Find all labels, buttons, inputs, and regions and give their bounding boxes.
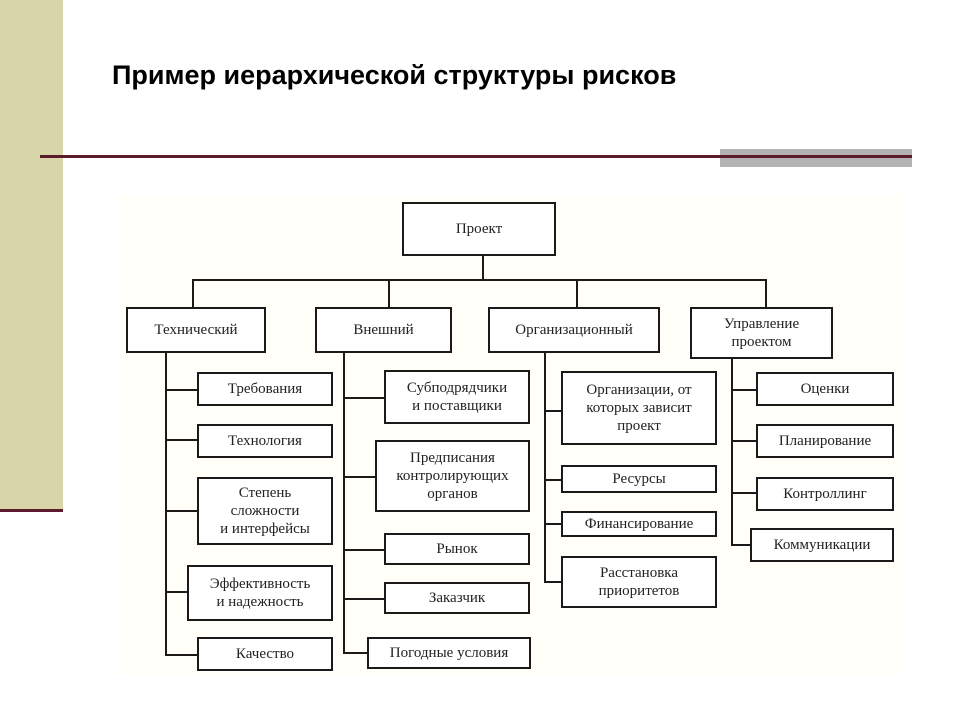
title-accent-bar — [720, 149, 912, 167]
risk-item: Погодные условия — [367, 637, 531, 669]
risk-item: Эффективность и надежность — [187, 565, 333, 621]
risk-item: Качество — [197, 637, 333, 671]
risk-item: Контроллинг — [756, 477, 894, 511]
category-external: Внешний — [315, 307, 452, 353]
category-project-management: Управление проектом — [690, 307, 833, 359]
risk-item: Заказчик — [384, 582, 530, 614]
slide-title: Пример иерархической структуры рисков — [112, 60, 677, 90]
risk-item: Ресурсы — [561, 465, 717, 493]
risk-item: Планирование — [756, 424, 894, 458]
title-rule-overlay — [720, 155, 912, 158]
connector-line — [343, 549, 385, 551]
connector-line — [192, 279, 194, 309]
connector-line — [544, 352, 546, 582]
connector-line — [544, 523, 562, 525]
side-decor-band — [0, 0, 63, 512]
risk-item: Коммуникации — [750, 528, 894, 562]
risk-item: Предписания контролирующих органов — [375, 440, 530, 512]
risk-item: Требования — [197, 372, 333, 406]
connector-line — [731, 440, 757, 442]
connector-line — [343, 652, 368, 654]
risk-item: Расстановка приоритетов — [561, 556, 717, 608]
connector-line — [165, 654, 198, 656]
connector-line — [765, 279, 767, 309]
connector-line — [731, 358, 733, 545]
connector-line — [343, 598, 385, 600]
connector-line — [576, 279, 578, 309]
risk-item: Технология — [197, 424, 333, 458]
connector-line — [165, 510, 198, 512]
title-rule — [40, 155, 912, 158]
connector-line — [343, 352, 345, 654]
connector-line — [165, 352, 167, 656]
category-technical: Технический — [126, 307, 266, 353]
connector-line — [165, 389, 198, 391]
connector-line — [165, 439, 198, 441]
connector-line — [731, 492, 757, 494]
category-organizational: Организационный — [488, 307, 660, 353]
connector-line — [544, 479, 562, 481]
connector-line — [544, 581, 562, 583]
connector-line — [482, 256, 484, 280]
connector-line — [388, 279, 390, 309]
risk-item: Оценки — [756, 372, 894, 406]
risk-item: Степень сложности и интерфейсы — [197, 477, 333, 545]
side-decor-line — [0, 509, 63, 512]
connector-line — [343, 397, 385, 399]
connector-line — [165, 591, 188, 593]
risk-item: Субподрядчики и поставщики — [384, 370, 530, 424]
root-node-project: Проект — [402, 202, 556, 256]
risk-item: Финансирование — [561, 511, 717, 537]
risk-item: Организации, от которых зависит проект — [561, 371, 717, 445]
connector-line — [731, 544, 751, 546]
risk-item: Рынок — [384, 533, 530, 565]
connector-line — [343, 476, 376, 478]
connector-line — [544, 410, 562, 412]
connector-line — [192, 279, 766, 281]
connector-line — [731, 389, 757, 391]
